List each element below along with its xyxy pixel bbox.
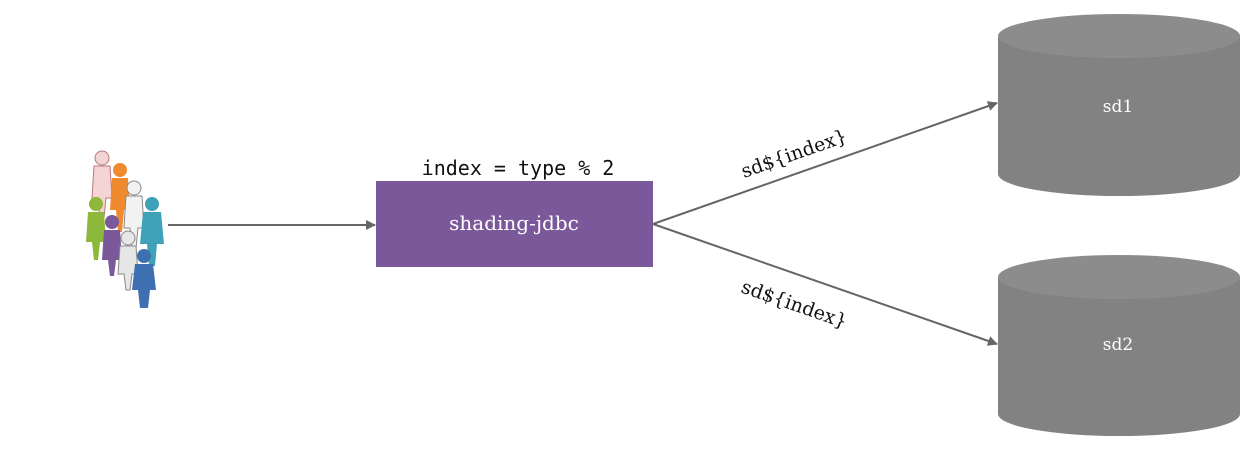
router-to-sd1-arrow bbox=[652, 101, 998, 225]
sharding-jdbc-box bbox=[376, 181, 653, 267]
sharding-formula: index = type % 2 bbox=[422, 156, 615, 180]
database-sd2: sd2 bbox=[998, 255, 1240, 436]
person-figure bbox=[132, 249, 156, 308]
person-figure bbox=[102, 215, 122, 276]
database-sd1-label: sd1 bbox=[1103, 97, 1133, 117]
database-sd2-label: sd2 bbox=[1103, 335, 1133, 355]
sharding-jdbc-label: shading-jdbc bbox=[449, 211, 579, 235]
edge-label-sd2: sd${index} bbox=[738, 276, 850, 333]
users-group-icon bbox=[86, 150, 164, 308]
person-figure bbox=[110, 163, 130, 232]
database-sd1: sd1 bbox=[998, 14, 1240, 196]
person-figure bbox=[117, 230, 139, 291]
router-to-sd2-arrow bbox=[652, 223, 998, 346]
person-figure bbox=[86, 197, 106, 260]
person-figure bbox=[140, 197, 164, 266]
person-figure bbox=[123, 180, 145, 249]
